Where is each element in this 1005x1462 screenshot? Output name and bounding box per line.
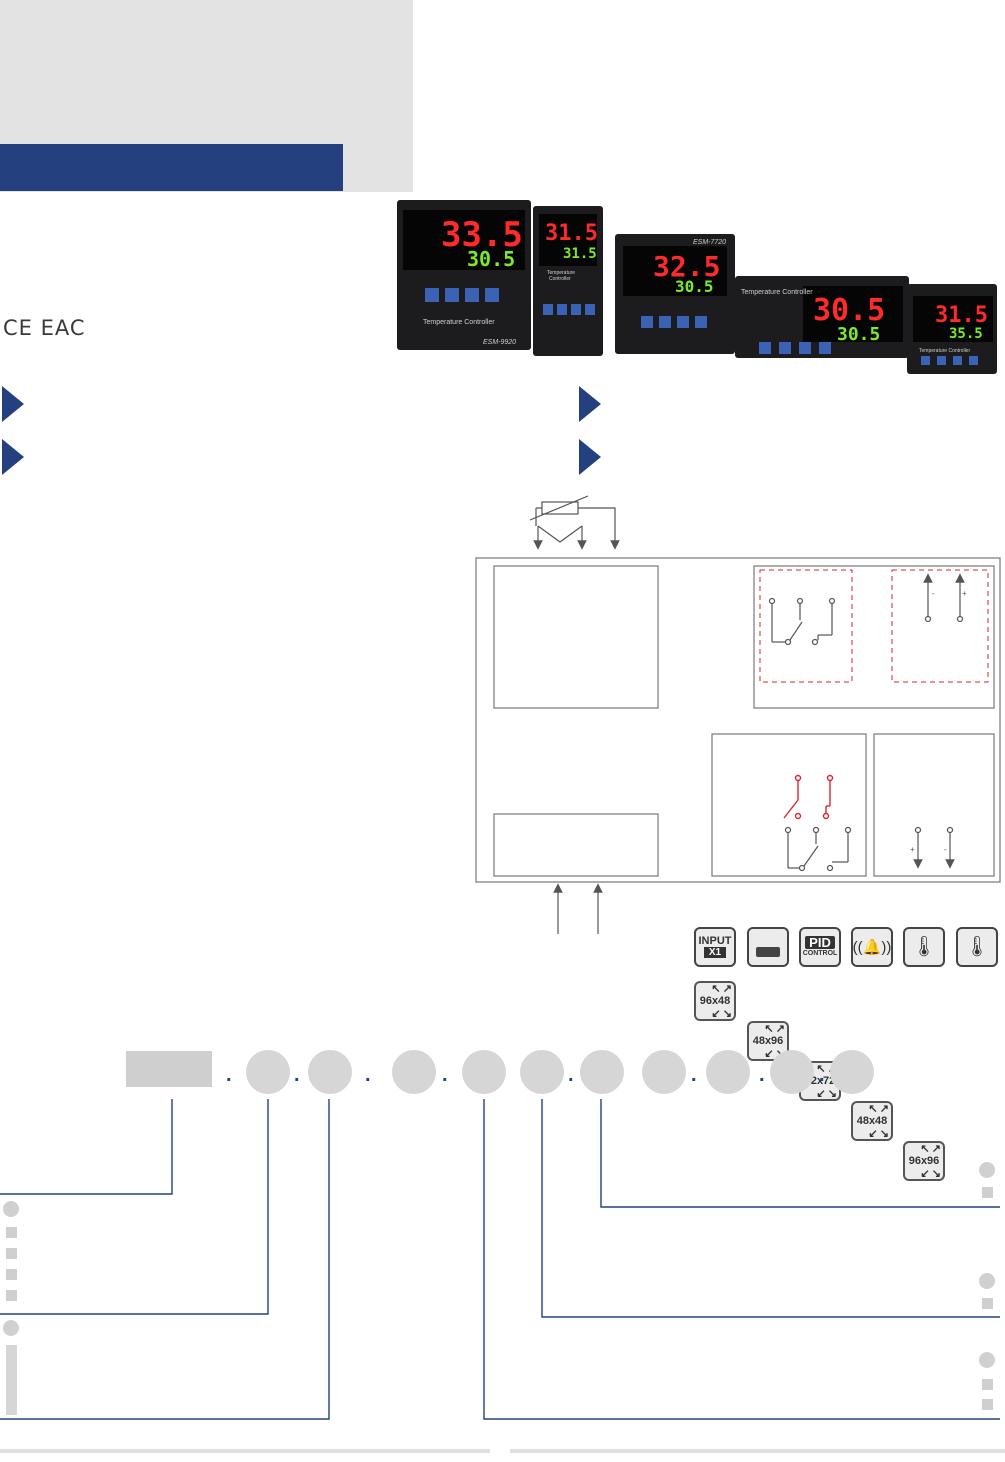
option-circle	[3, 1201, 19, 1217]
footer-rule-left	[0, 1449, 490, 1453]
code-circle-c	[392, 1050, 436, 1094]
option-square	[982, 1298, 993, 1309]
model-code-box	[126, 1051, 212, 1087]
svg-text:+: +	[962, 589, 967, 598]
bullet-arrow-3	[579, 386, 601, 422]
separator-dot: .	[294, 1064, 300, 1086]
option-square	[6, 1290, 17, 1301]
device-esm-9920: 33.5 30.5 Temperature Controller ESM-992…	[397, 200, 531, 350]
bullet-arrow-2	[2, 439, 24, 475]
size-label: 96x48	[699, 995, 731, 1007]
ordering-connector-lines	[0, 1099, 1000, 1420]
svg-text:Controller: Controller	[549, 276, 571, 282]
option-circle	[979, 1352, 995, 1368]
code-circle-g	[642, 1050, 686, 1094]
separator-dot: .	[759, 1064, 765, 1086]
sensor-symbol	[529, 495, 620, 550]
svg-text:31.5: 31.5	[563, 246, 597, 262]
svg-text:-: -	[944, 845, 947, 854]
size-96x48-icon: ↖↗ 96x48 ↙↘	[694, 981, 736, 1021]
title-bar	[0, 144, 343, 191]
option-bar	[6, 1345, 17, 1415]
code-circle-d	[462, 1050, 506, 1094]
pid-icon-sub: CONTROL	[802, 950, 838, 957]
pid-control-icon: PID CONTROL	[799, 927, 841, 967]
svg-text:Temperature: Temperature	[547, 270, 575, 276]
svg-text:ESM-9920: ESM-9920	[483, 339, 516, 346]
output-block-1	[753, 565, 995, 709]
cooling-icon: 🌡	[956, 927, 998, 967]
svg-text:+: +	[910, 845, 915, 854]
input-icon-label: INPUT	[698, 935, 732, 947]
option-circle	[979, 1162, 995, 1178]
separator-dot: .	[568, 1064, 574, 1086]
code-circle-j	[830, 1050, 874, 1094]
svg-text:31.5: 31.5	[545, 221, 598, 246]
svg-text:-: -	[932, 589, 935, 598]
size-label: 48x96	[752, 1035, 784, 1047]
code-circle-f	[580, 1050, 624, 1094]
option-square	[6, 1248, 17, 1259]
separator-dot: .	[442, 1064, 448, 1086]
code-circle-h	[706, 1050, 750, 1094]
size-96x96-icon: ↖↗ 96x96 ↙↘	[903, 1141, 945, 1181]
svg-text:33.5: 33.5	[441, 215, 523, 255]
svg-text:Temperature Controller: Temperature Controller	[919, 348, 970, 354]
device-esm-7720: 32.5 30.5 ESM-7720	[615, 234, 735, 354]
size-label: 96x96	[908, 1155, 940, 1167]
code-circle-i	[770, 1050, 814, 1094]
supply-block	[493, 813, 659, 877]
footer-rule-right	[510, 1449, 1005, 1453]
separator-dot: .	[226, 1064, 232, 1086]
svg-text:30.5: 30.5	[467, 247, 515, 271]
alarm-block	[711, 733, 867, 877]
svg-text:Temperature Controller: Temperature Controller	[423, 319, 495, 326]
input-icon-sub: X1	[703, 947, 727, 958]
option-square	[982, 1379, 993, 1390]
display-icon	[747, 927, 789, 967]
size-48x48-icon: ↖↗ 48x48 ↙↘	[851, 1101, 893, 1141]
svg-text:30.5: 30.5	[837, 324, 880, 345]
product-photo: 33.5 30.5 Temperature Controller ESM-992…	[383, 192, 1005, 380]
input-x1-icon: INPUT X1	[694, 927, 736, 967]
device-esm-4420: 31.5 35.5 Temperature Controller	[907, 284, 997, 374]
heating-icon: 🌡	[903, 927, 945, 967]
bullet-arrow-4	[579, 439, 601, 475]
size-48x96-icon: ↖↗ 48x96 ↙↘	[747, 1021, 789, 1061]
svg-text:31.5: 31.5	[935, 303, 988, 328]
svg-text:ESM-7720: ESM-7720	[693, 239, 726, 246]
size-label: 48x48	[856, 1115, 888, 1127]
input-block	[493, 565, 659, 709]
svg-text:32.5: 32.5	[653, 250, 720, 283]
svg-text:30.5: 30.5	[813, 293, 885, 328]
separator-dot: .	[819, 1064, 825, 1086]
option-circle	[979, 1273, 995, 1289]
option-circle	[3, 1320, 19, 1336]
svg-text:30.5: 30.5	[675, 277, 714, 296]
retransmit-block	[873, 733, 995, 877]
alarm-bell-icon: ((🔔))	[851, 927, 893, 967]
separator-dot: .	[365, 1064, 371, 1086]
connection-diagram: - + + -	[475, 495, 1001, 934]
svg-text:Temperature Controller: Temperature Controller	[741, 289, 813, 296]
bullet-arrow-1	[2, 386, 24, 422]
option-square	[982, 1399, 993, 1410]
device-esm-4920-horizontal: 30.5 30.5 Temperature Controller	[735, 276, 909, 358]
certification-marks: CE EAC	[3, 316, 86, 340]
option-square	[982, 1187, 993, 1198]
device-esm-4920-vertical: 31.5 31.5 Temperature Controller	[533, 206, 603, 356]
option-square	[6, 1227, 17, 1238]
code-circle-a	[246, 1050, 290, 1094]
code-circle-e	[520, 1050, 564, 1094]
svg-text:35.5: 35.5	[949, 326, 983, 342]
code-circle-b	[308, 1050, 352, 1094]
option-square	[6, 1269, 17, 1280]
separator-dot: .	[691, 1064, 697, 1086]
pid-icon-label: PID	[805, 936, 835, 949]
